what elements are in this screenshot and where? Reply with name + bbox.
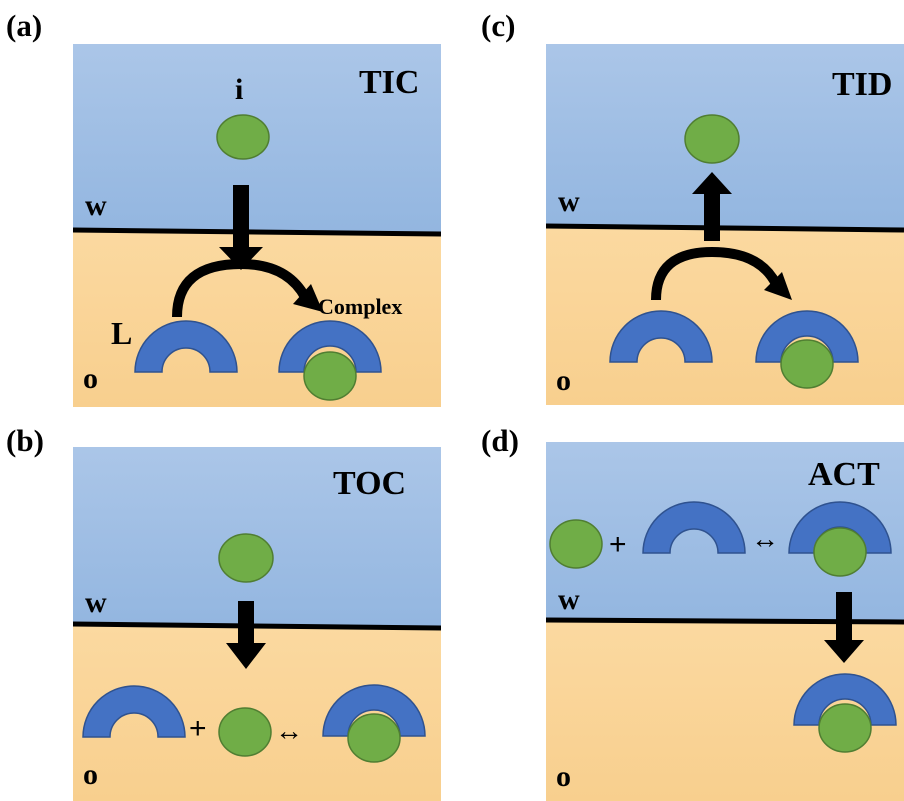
down-arrow [226,601,266,669]
organic-label: o [556,364,571,397]
water-label: w [85,586,107,619]
panel-tid: TID w o [546,44,904,405]
panel-title: TIC [359,64,419,101]
complex-ion-circle [813,527,867,577]
ion-circle [216,114,270,160]
curved-arrow-head [293,284,323,312]
panel-toc-svg: TOC w o + ↔ [73,447,441,801]
organic-label: o [83,758,98,791]
curved-arrow [651,246,781,301]
ligand-shape [609,310,713,363]
complex-ion-circle [303,351,357,401]
ligand-shape [642,501,746,554]
equilibrium-arrow: ↔ [751,523,779,554]
panel-tid-svg: TID w o [546,44,904,405]
complex-ion-circle [347,713,401,763]
water-label: w [558,185,580,218]
panel-act: ACT w o + ↔ [546,442,904,801]
organic-label: o [556,760,571,793]
interface-line [546,223,904,233]
up-arrow [692,172,732,241]
panel-tic-svg: TIC w o i L Complex [73,44,441,407]
complex-ligand-shape-organic [793,673,897,726]
organic-label: o [83,362,98,395]
panel-toc: TOC w o + ↔ [73,447,441,801]
panel-title: TID [832,66,892,103]
ion-circle [684,114,740,164]
panel-label-c: (c) [481,8,516,43]
panel-label-b: (b) [6,423,44,458]
plus-sign: + [609,528,627,561]
curved-arrow-head [764,272,792,300]
complex-ion-circle [780,339,834,389]
down-arrow [219,185,263,270]
interface-line [73,621,441,631]
equilibrium-arrow: ↔ [275,715,303,746]
panel-title: TOC [333,465,406,502]
ion-label: i [235,73,243,106]
ligand-label: L [111,315,132,351]
interface-line [73,227,441,237]
panel-title: ACT [808,456,880,493]
water-label: w [85,189,107,222]
complex-ligand-shape [755,310,859,363]
ligand-shape [82,685,186,738]
curved-arrow [172,258,310,318]
panel-label-d: (d) [481,423,519,458]
complex-label: Complex [318,294,402,319]
panel-act-svg: ACT w o + ↔ [546,442,904,801]
ion-circle [218,533,274,583]
ion-circle-organic [218,707,272,757]
water-label: w [558,583,580,616]
complex-ligand-shape [322,684,426,737]
complex-ligand-shape [278,320,382,373]
ligand-shape [134,320,238,373]
panel-tic: TIC w o i L Complex [73,44,441,407]
panel-label-a: (a) [6,8,43,43]
plus-sign: + [189,712,207,745]
ion-circle [549,519,603,569]
down-arrow [824,592,864,663]
complex-ion-circle-organic [818,703,872,753]
